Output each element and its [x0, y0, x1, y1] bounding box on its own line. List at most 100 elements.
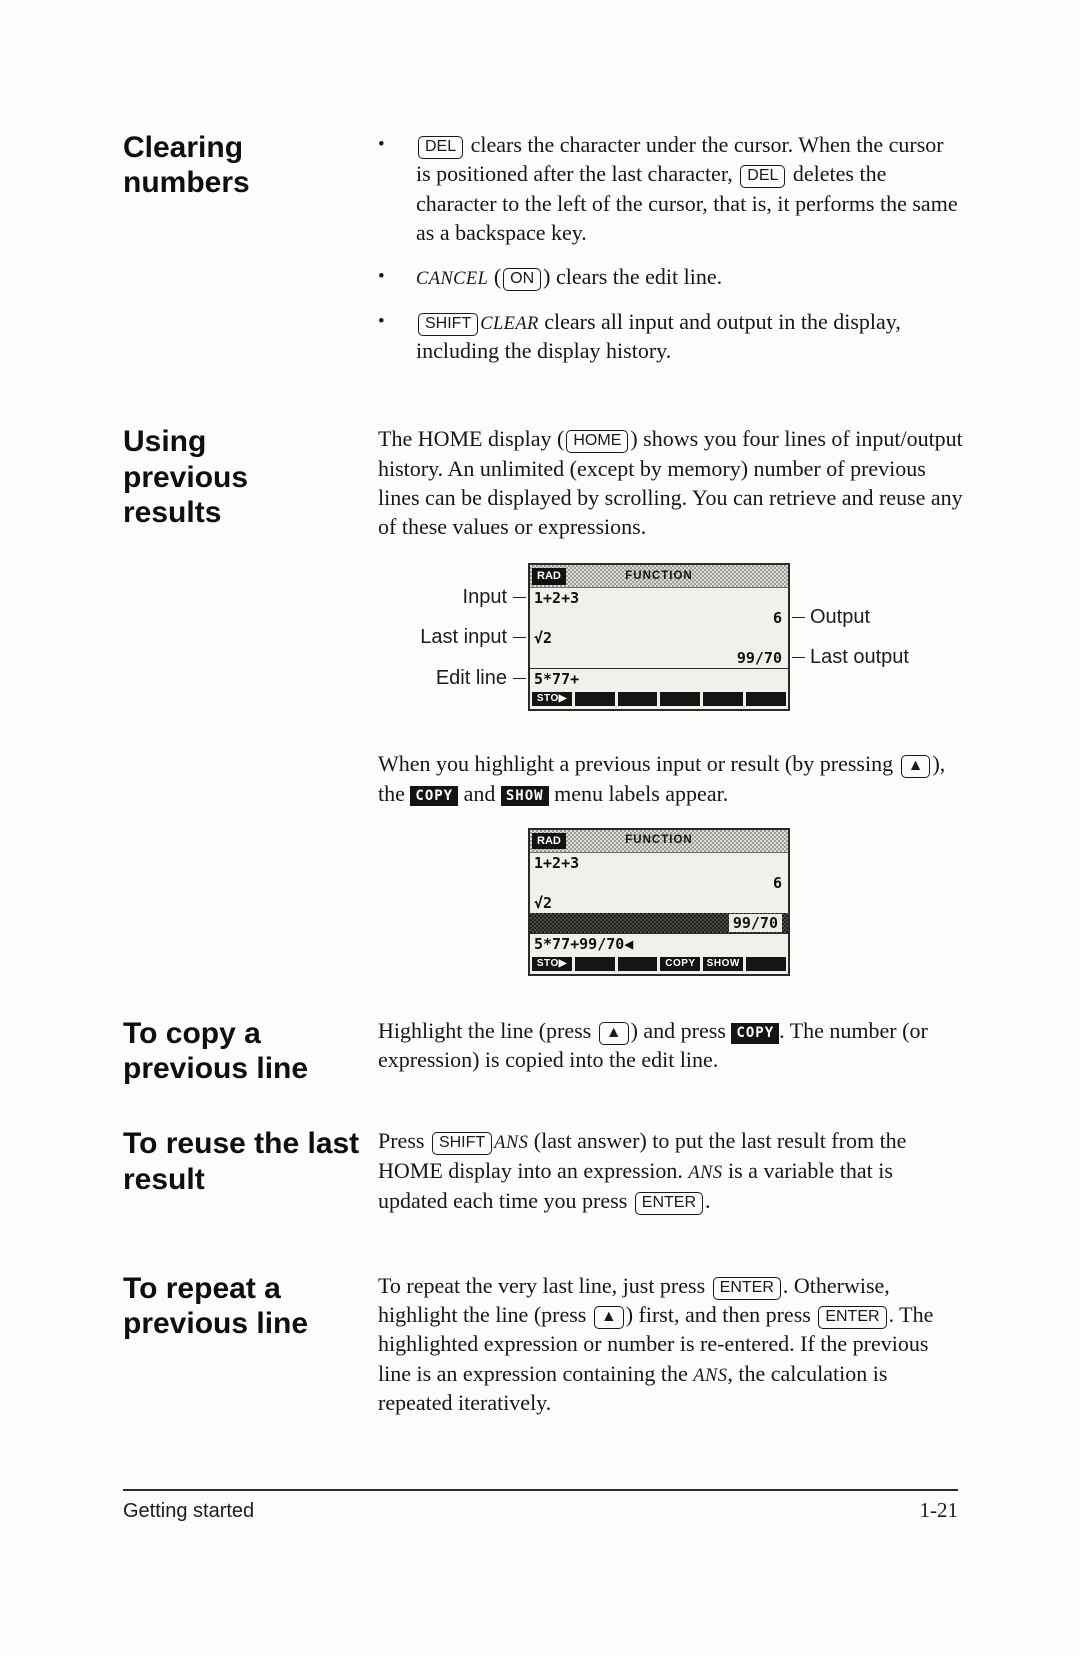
screen-text: 6 — [772, 873, 782, 892]
copy-softkey: COPY — [660, 956, 701, 971]
heading-to-reuse: To reuse the last result — [123, 1127, 360, 1196]
enter-key: ENTER — [634, 1191, 703, 1215]
footer-section-title: Getting started — [123, 1500, 255, 1522]
bullet-marker: • — [378, 134, 385, 155]
callout-output: Output — [792, 606, 870, 628]
ans-term: ANS — [494, 1133, 529, 1154]
cancel-term: CANCEL — [416, 269, 489, 289]
leader-line — [513, 596, 526, 598]
del-key: DEL — [418, 136, 464, 159]
callout-label: Last output — [810, 646, 909, 669]
blank-softkey — [746, 956, 786, 971]
section-heading-column: To copy a previous line — [123, 1016, 378, 1087]
up-arrow-key: ▲ — [593, 1306, 624, 1330]
figure-home-display-annotated: Input Last input Edit line Output Last o… — [378, 563, 943, 715]
screen-text: 6 — [772, 609, 782, 628]
section-body-column: To repeat the very last line, just press… — [378, 1271, 963, 1440]
enter-key: ENTER — [818, 1306, 887, 1330]
screen-text: 99/70 — [736, 649, 782, 668]
page-footer: Getting started 1-21 — [123, 1489, 958, 1523]
blank-softkey — [574, 956, 615, 971]
section-body-column: Highlight the line (press ▲) and press C… — [378, 1016, 963, 1097]
calculator-screen-home: FUNCTION RAD 1+2+3 6 √2 99/70 5*77+ STO▶ — [528, 563, 790, 712]
aplet-name-label: FUNCTION — [625, 834, 693, 847]
callout-label: Edit line — [435, 667, 507, 690]
softkey-menu: STO▶ — [530, 690, 788, 709]
callout-label: Input — [462, 586, 507, 609]
blank-softkey — [574, 692, 615, 707]
blank-softkey — [660, 692, 701, 707]
bullet-item: • CANCEL (ON) clears the edit line. — [378, 262, 963, 292]
clear-term: CLEAR — [480, 313, 539, 334]
callout-edit-line: Edit line — [378, 667, 526, 689]
leader-line — [792, 616, 805, 618]
history-line: 99/70 — [530, 648, 788, 668]
ans-term: ANS — [693, 1365, 728, 1386]
show-softkey: SHOW — [703, 956, 744, 971]
enter-key: ENTER — [712, 1276, 781, 1300]
paragraph: When you highlight a previous input or r… — [378, 751, 946, 807]
home-key: HOME — [566, 430, 629, 454]
history-line: √2 — [530, 628, 788, 648]
blank-softkey — [617, 692, 658, 707]
sto-softkey: STO▶ — [532, 692, 572, 707]
section-heading-column: Using previous results — [123, 424, 378, 530]
screen-text: 5*77+ — [534, 670, 580, 689]
footer-page-number: 1-21 — [919, 1498, 959, 1522]
edit-line: 5*77+ — [530, 668, 788, 690]
history-line: 6 — [530, 873, 788, 893]
shift-key: SHIFT — [431, 1132, 493, 1156]
heading-using-previous-results: Using previous results — [123, 425, 249, 530]
section-to-copy-previous-line: To copy a previous line Highlight the li… — [123, 1016, 960, 1097]
section-heading-column: To reuse the last result — [123, 1126, 378, 1197]
up-arrow-key: ▲ — [598, 1021, 629, 1045]
copy-menu-label: COPY — [731, 1022, 780, 1044]
paragraph: Highlight the line (press ▲) and press C… — [378, 1017, 928, 1073]
angle-mode-annunciator: RAD — [532, 568, 566, 585]
on-key: ON — [503, 268, 542, 291]
screen-text: 99/70 — [728, 913, 782, 932]
callout-label: Output — [810, 606, 871, 629]
aplet-name-label: FUNCTION — [625, 569, 693, 582]
callout-last-input: Last input — [378, 626, 526, 648]
heading-to-repeat: To repeat a previous line — [123, 1271, 309, 1341]
section-body-column: The HOME display (HOME) shows you four l… — [378, 424, 963, 976]
paragraph: The HOME display (HOME) shows you four l… — [378, 426, 963, 540]
heading-to-copy: To copy a previous line — [123, 1016, 309, 1086]
leader-line — [792, 656, 805, 658]
screen-text: 1+2+3 — [534, 589, 580, 608]
callout-input: Input — [378, 586, 526, 608]
callout-label: Last input — [420, 626, 507, 649]
section-heading-column: Clearing numbers — [123, 130, 378, 201]
heading-clearing-numbers: Clearing numbers — [123, 131, 250, 200]
history-line: √2 — [530, 893, 788, 913]
section-to-repeat-previous-line: To repeat a previous line To repeat the … — [123, 1271, 960, 1440]
leader-line — [513, 636, 526, 638]
section-using-previous-results: Using previous results The HOME display … — [123, 424, 963, 976]
bullet-item: • DEL clears the character under the cur… — [378, 130, 963, 247]
copy-menu-label: COPY — [410, 785, 459, 807]
screen-header: FUNCTION RAD — [530, 565, 788, 589]
screen-text: 5*77+99/70◀ — [534, 934, 634, 953]
screen-text: √2 — [534, 629, 553, 648]
paragraph: To repeat the very last line, just press… — [378, 1272, 934, 1416]
section-body-column: • DEL clears the character under the cur… — [378, 130, 963, 380]
bullet-text: DEL clears the character under the curso… — [416, 132, 958, 245]
blank-softkey — [617, 956, 658, 971]
blank-softkey — [746, 692, 786, 707]
section-heading-column: To repeat a previous line — [123, 1271, 378, 1342]
sto-softkey: STO▶ — [532, 956, 572, 971]
edit-line: 5*77+99/70◀ — [530, 932, 788, 955]
up-arrow-key: ▲ — [900, 755, 931, 779]
show-menu-label: SHOW — [500, 785, 549, 807]
callout-last-output: Last output — [792, 646, 909, 668]
